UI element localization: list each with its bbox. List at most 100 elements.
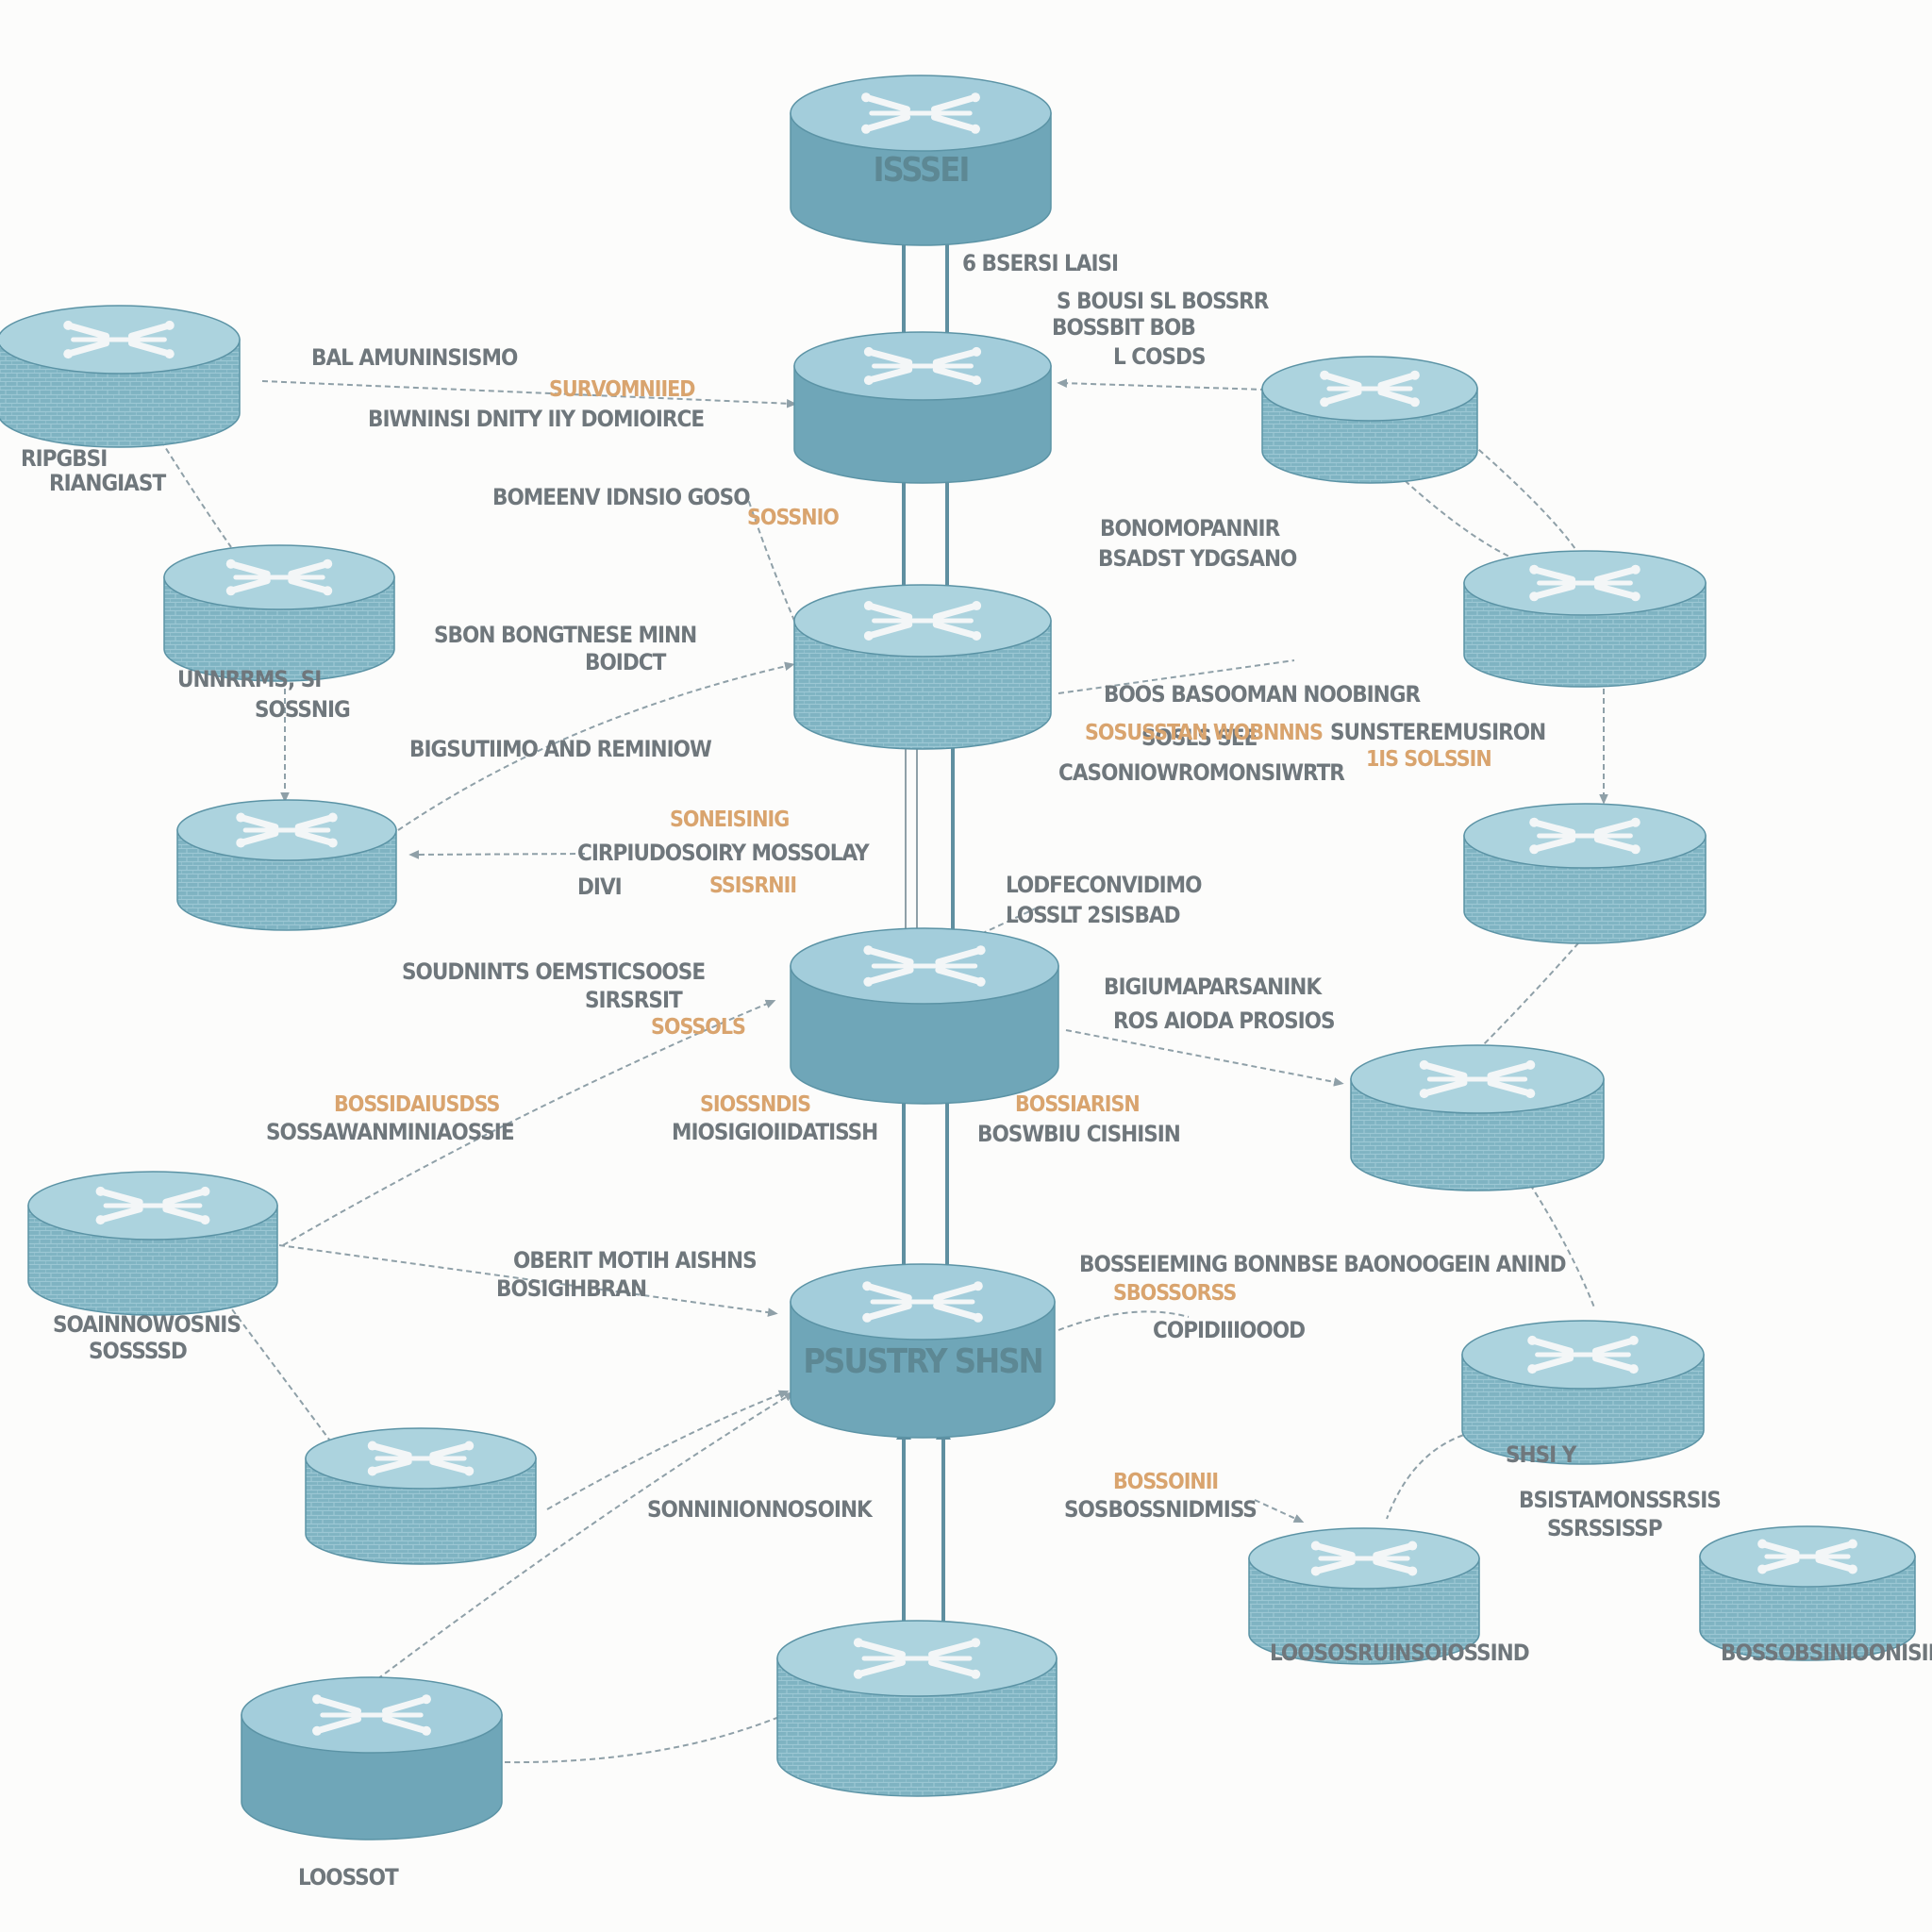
node-left-4[interactable] [27, 1171, 278, 1316]
link-core3-up [744, 490, 831, 699]
link-left4-core5 [278, 1244, 778, 1317]
node-right-4[interactable] [1350, 1044, 1605, 1191]
switch-arrows-icon [1320, 370, 1420, 408]
diagram-label: SIOSSNDIS [700, 1092, 810, 1117]
diagram-label: BOSSBIT BOB [1052, 314, 1195, 341]
diagram-label: RIPGBSI [21, 445, 107, 472]
node-body [790, 965, 1059, 1105]
switch-arrows-icon [1419, 1059, 1536, 1099]
link-left6-core5 [376, 1391, 795, 1680]
link-core4-right4 [1065, 1029, 1344, 1087]
node-core-3[interactable] [793, 584, 1052, 750]
link-left5-core5 [546, 1390, 790, 1510]
node-right-3[interactable] [1463, 803, 1707, 944]
diagram-label: UNNRRMS, SI [177, 666, 321, 692]
diagram-label: SBON BONGTNESE MINN [434, 622, 696, 648]
diagram-label: SOSLS SEE [1141, 724, 1257, 751]
diagram-label: BSADST YDGSANO [1098, 545, 1297, 572]
node-left-2[interactable] [163, 544, 395, 682]
node-core-bottom[interactable] [776, 1620, 1058, 1797]
diagram-label: BIGIUMAPARSANINK [1104, 974, 1323, 1000]
router-arrows-icon [862, 1281, 983, 1323]
switch-arrows-icon [367, 1441, 475, 1476]
diagram-label: OBERIT MOTIH AISHNS [513, 1247, 757, 1274]
diagram-label: CIRPIUDOSOIRY MOSSOLAY [577, 840, 870, 866]
diagram-label: SIRSRSIT [585, 987, 683, 1013]
diagram-label: BSISTAMONSSRSIS [1519, 1487, 1721, 1513]
switch-arrows-icon [63, 320, 175, 359]
node-body [793, 620, 1052, 750]
diagram-label: 6 BSERSI LAISI [962, 250, 1118, 276]
diagram-label: BIWNINSI DNITY IIY DOMIOIRCE [368, 406, 704, 432]
switch-arrows-icon [1757, 1539, 1857, 1574]
diagram-label: SURVOMNIIED [549, 377, 695, 402]
diagram-label: RIANGIAST [49, 470, 166, 496]
node-right-5[interactable] [1461, 1320, 1705, 1465]
diagram-label: SOSUSSTAN WOBNNNS [1085, 721, 1323, 745]
diagram-label: BOSSOINII [1113, 1470, 1218, 1494]
node-left-6[interactable] [241, 1676, 503, 1840]
diagram-label: COPIDIIIOOOD [1153, 1317, 1305, 1343]
diagram-label: S BOUSI SL BOSSRR [1057, 288, 1270, 314]
link-core4-up [980, 907, 1039, 935]
link-left3-pool [408, 850, 586, 859]
node-core-top[interactable]: ISSSEI [790, 75, 1052, 246]
node-body [776, 1657, 1058, 1797]
node-left-1[interactable] [0, 305, 241, 448]
switch-arrows-icon [1529, 564, 1641, 602]
node-right-2[interactable] [1463, 550, 1707, 688]
switch-arrows-icon [853, 1638, 981, 1679]
dashed-links [150, 378, 1608, 1764]
node-left-3[interactable] [176, 799, 397, 931]
trunk-links [896, 217, 960, 1626]
node-core-2[interactable] [793, 331, 1052, 484]
diagram-label: BOSSIDAIUSDSS [334, 1092, 499, 1117]
diagram-label: SONEISINIG [670, 808, 789, 832]
node-core-4[interactable] [790, 927, 1059, 1105]
diagram-label: BIGSUTIIMO AND REMINIOW [409, 736, 712, 762]
diagram-label: BOIDCT [585, 649, 667, 675]
diagram-label: LODFECONVIDIMO [1006, 872, 1202, 898]
diagram-label: LOOSSOT [298, 1864, 399, 1890]
switch-arrows-icon [95, 1186, 210, 1225]
link-left6-coreb [504, 1716, 780, 1764]
diagram-label: DIVI [577, 874, 622, 900]
diagram-label: CASONIOWROMONSIWRTR [1058, 759, 1345, 786]
diagram-label: SOSSAWANMINIAOSSIE [266, 1119, 514, 1145]
node-label: PSUSTRY SHSN [803, 1342, 1041, 1381]
diagram-label: SOSSNIO [747, 506, 839, 530]
link-left4-left5 [225, 1301, 333, 1444]
switch-arrows-icon [1310, 1541, 1418, 1576]
router-arrows-icon [861, 92, 980, 134]
diagram-label: 1IS SOLSSIN [1366, 747, 1491, 772]
nodes: ISSSEI PSUSTRY SHSN [0, 75, 1916, 1840]
diagram-label: LOSSLT 2SISBAD [1006, 902, 1180, 928]
diagram-label: SSRSSISSP [1547, 1515, 1662, 1541]
node-core-5[interactable]: PSUSTRY SHSN [790, 1263, 1056, 1439]
link-core2-right1 [1057, 378, 1295, 391]
router-arrows-icon [312, 1694, 431, 1736]
diagram-label: L COSDS [1113, 343, 1206, 370]
link-right1b [1471, 442, 1576, 550]
router-arrows-icon [863, 346, 982, 386]
link-right3-right4 [1471, 935, 1586, 1058]
diagram-label: BONOMOPANNIR [1100, 515, 1281, 541]
node-right-7[interactable] [1699, 1525, 1916, 1661]
diagram-label: SBOSSORSS [1113, 1281, 1236, 1306]
switch-arrows-icon [863, 601, 982, 641]
link-left4-core4 [282, 999, 776, 1246]
diagram-label: BAL AMUNINSISMO [311, 344, 518, 371]
diagram-label: SOSBOSSNIDMISS [1064, 1496, 1257, 1523]
node-right-6[interactable] [1248, 1527, 1480, 1665]
diagram-label: SOSSSSD [89, 1338, 187, 1364]
link-right5-right6 [1386, 1429, 1482, 1520]
diagram-label: SSISRNII [709, 874, 796, 898]
node-left-5[interactable] [305, 1427, 537, 1565]
link-core3-right [1058, 659, 1295, 694]
node-label: ISSSEI [874, 151, 969, 190]
switch-arrows-icon [225, 558, 333, 596]
diagram-label: SONNINIONNOSOINK [647, 1496, 874, 1523]
node-right-1[interactable] [1261, 356, 1478, 484]
switch-arrows-icon [1527, 1335, 1639, 1374]
